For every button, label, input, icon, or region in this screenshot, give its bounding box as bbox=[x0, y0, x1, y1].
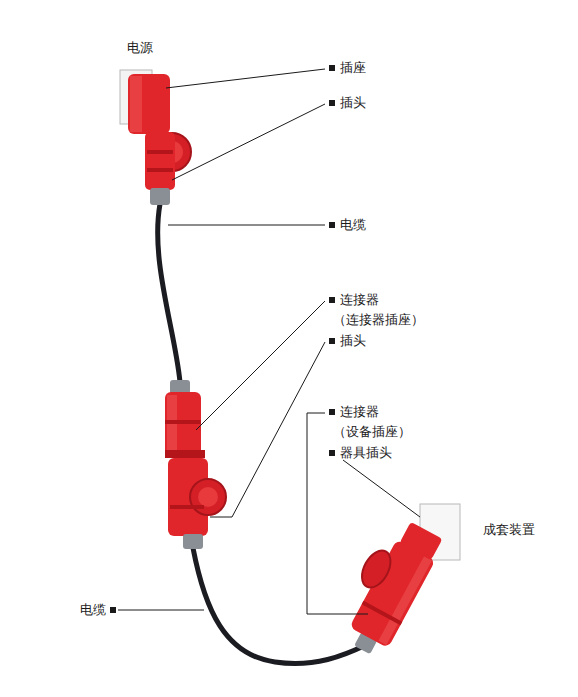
part-note: （设备插座） bbox=[333, 424, 411, 440]
part-name: 连接器 bbox=[340, 292, 379, 308]
part-name: 插座 bbox=[340, 60, 366, 76]
part-name: 插头 bbox=[340, 333, 366, 349]
middle-connector bbox=[165, 380, 226, 549]
power-source-label: 电源 bbox=[127, 40, 153, 56]
part-name: 电缆 bbox=[80, 602, 106, 618]
assembly-label: 成套装置 bbox=[483, 522, 535, 538]
top-socket-plug bbox=[120, 70, 191, 205]
part-name: 连接器 bbox=[340, 404, 379, 420]
cable bbox=[193, 548, 366, 664]
appliance-plug bbox=[329, 512, 446, 660]
part-name: 电缆 bbox=[340, 217, 366, 233]
part-name: 器具插头 bbox=[340, 445, 392, 461]
bullet-squares bbox=[110, 65, 335, 613]
cable bbox=[158, 204, 180, 382]
leader-lines bbox=[118, 69, 420, 614]
part-note: （连接器插座） bbox=[333, 312, 424, 328]
part-name: 插头 bbox=[340, 95, 366, 111]
